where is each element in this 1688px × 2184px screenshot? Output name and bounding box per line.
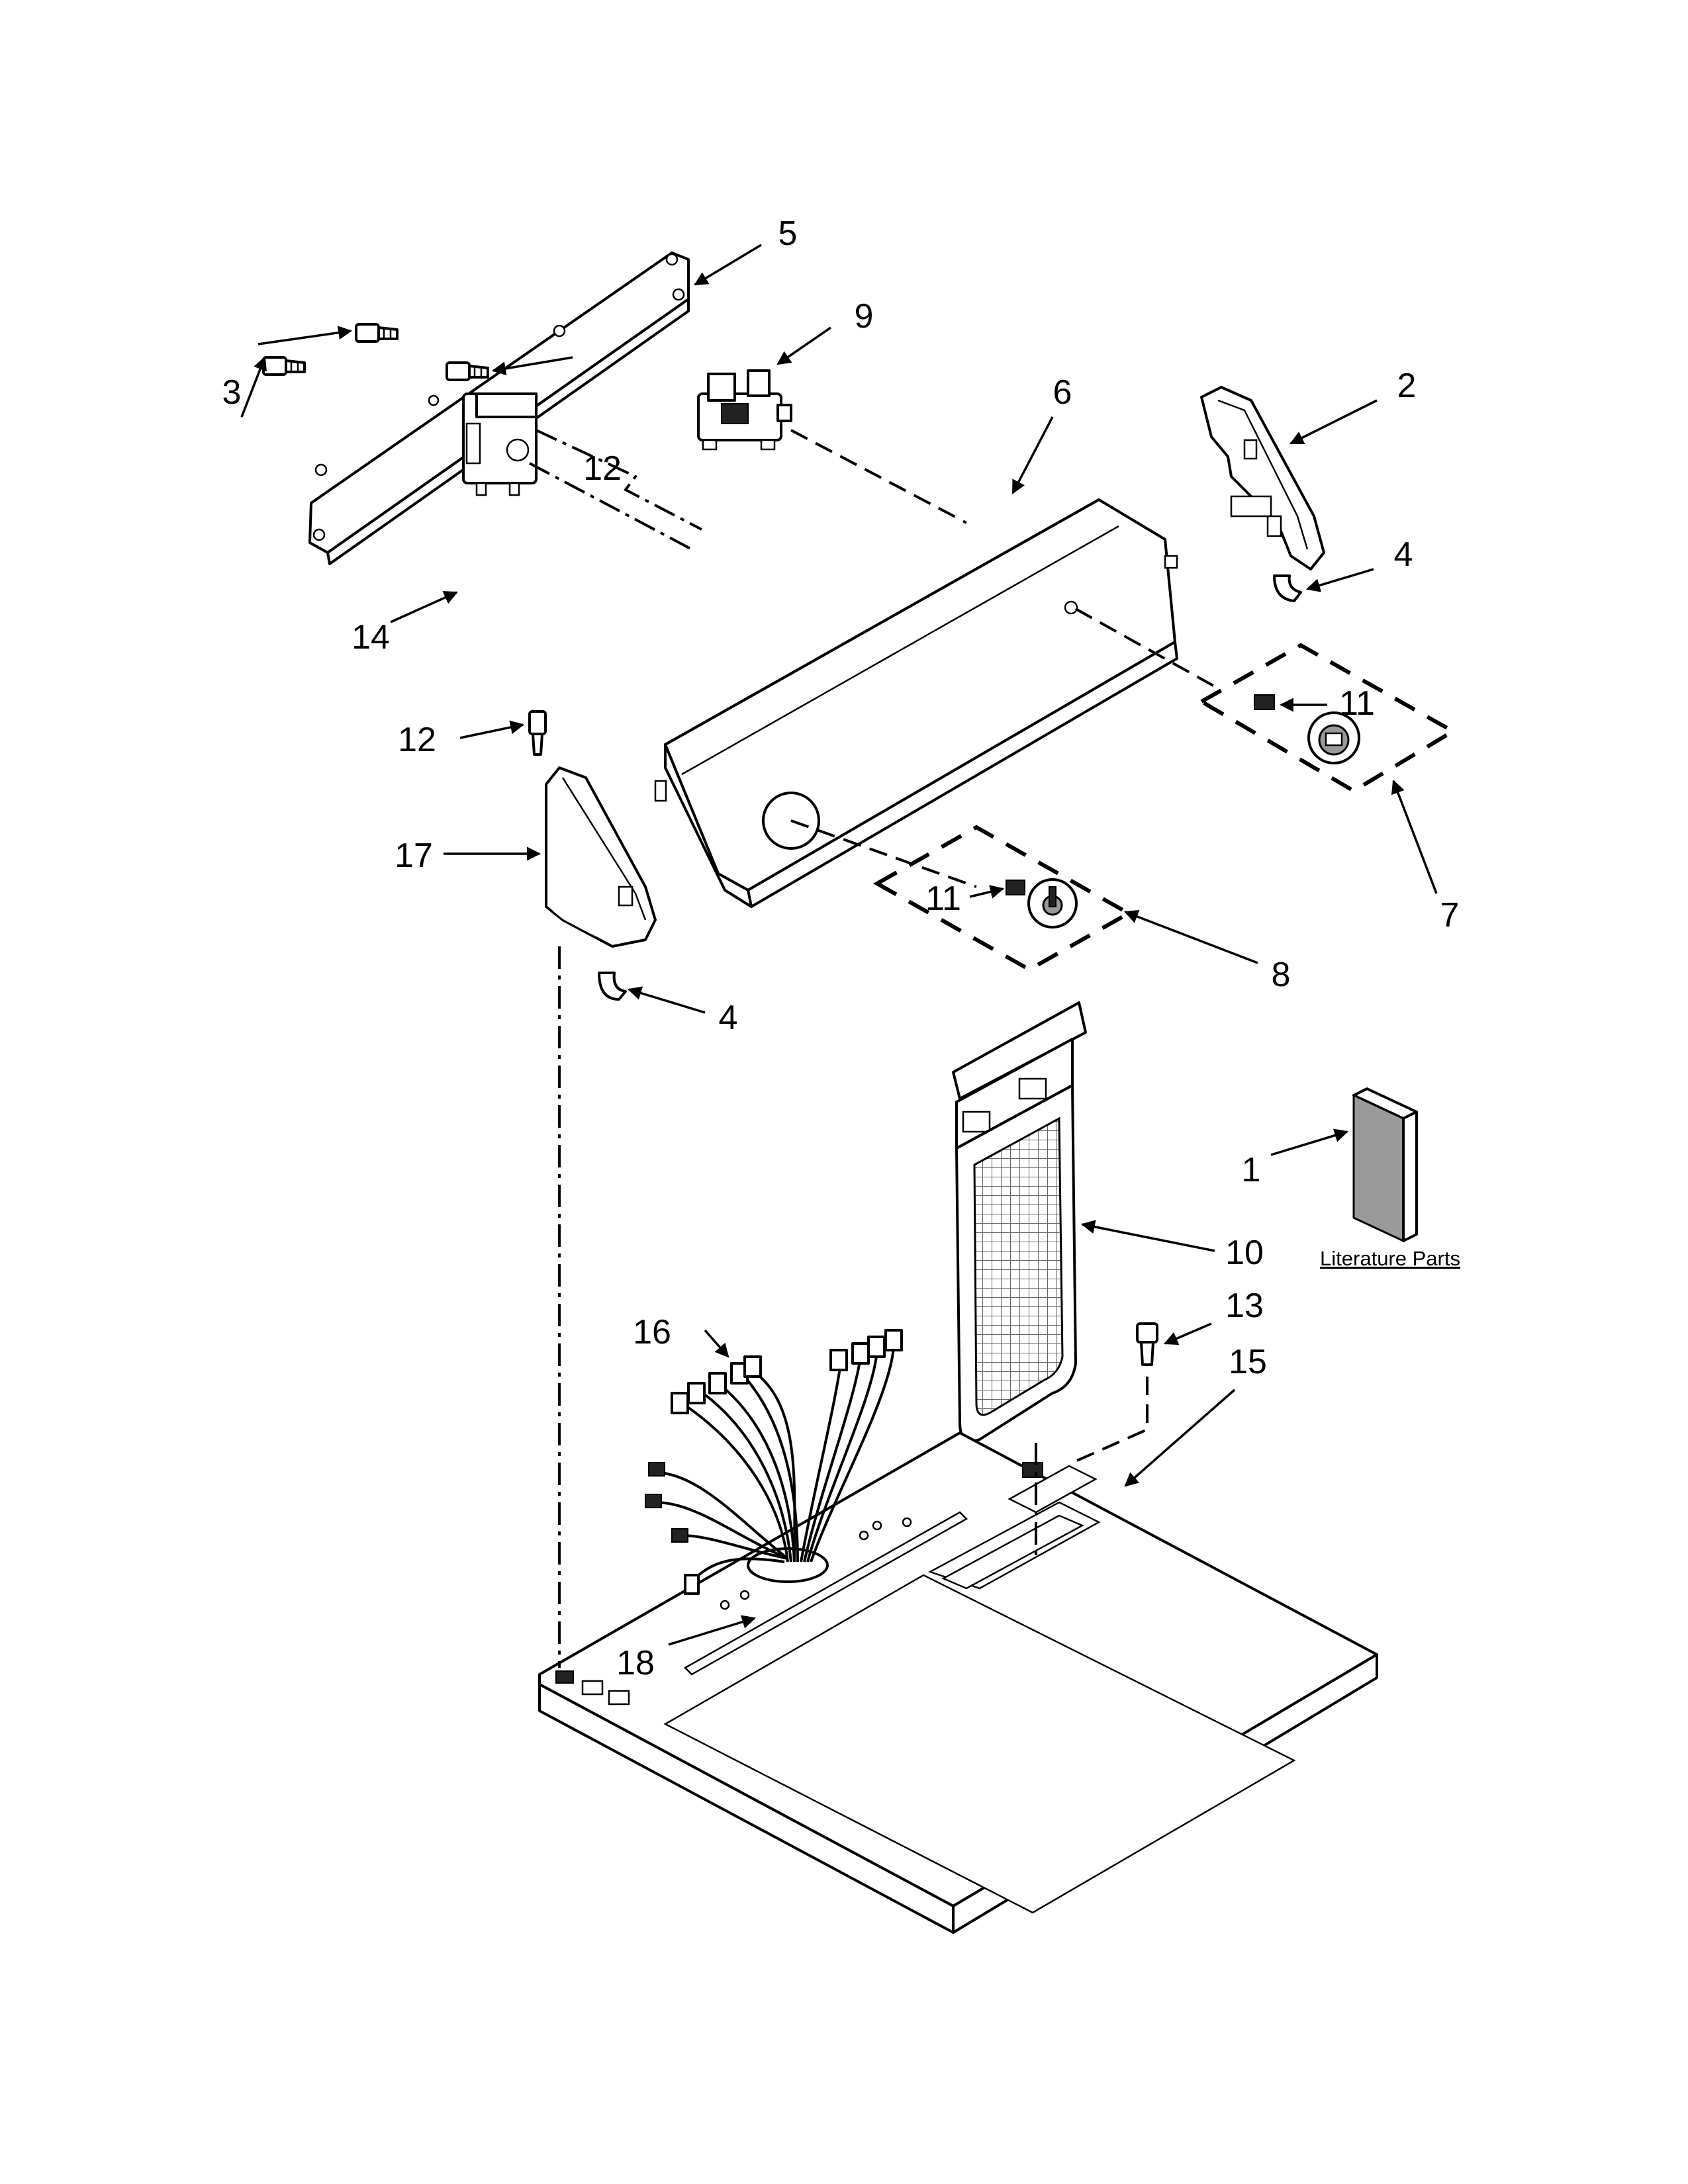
callout-18: 18: [616, 1644, 655, 1682]
clip-part-4-upper: [1273, 574, 1302, 602]
callout-16: 16: [633, 1313, 671, 1351]
screw-part-12-lower: [528, 710, 547, 756]
callout-1: 1: [1242, 1151, 1261, 1189]
leader-lines: [240, 244, 1438, 1646]
callout-11-right: 11: [1339, 684, 1375, 723]
callout-2: 2: [1397, 367, 1417, 405]
alignment-lines: [529, 429, 1219, 1668]
top-panel-part-15: [538, 1432, 1378, 1934]
screw-part-12-upper: [445, 361, 489, 381]
console-part-6: [654, 498, 1178, 908]
callout-9: 9: [855, 297, 874, 336]
screw-part-3-lower: [262, 356, 306, 376]
callout-11-center: 11: [925, 880, 961, 918]
callout-14: 14: [352, 618, 390, 657]
callout-5: 5: [778, 214, 798, 253]
end-cap-part-17: [545, 766, 657, 948]
literature-book-part-1: [1352, 1087, 1418, 1243]
callout-4-lower: 4: [719, 999, 738, 1037]
timer-part-14: [462, 392, 538, 496]
literature-parts-label: Literature Parts: [1320, 1247, 1460, 1270]
callout-8: 8: [1272, 956, 1291, 994]
callout-15: 15: [1229, 1343, 1267, 1381]
lint-screen-part-10: [952, 1001, 1087, 1443]
callout-7: 7: [1440, 896, 1460, 934]
callout-13: 13: [1225, 1287, 1264, 1325]
callout-17: 17: [395, 837, 433, 875]
screw-part-3-upper: [355, 323, 399, 343]
callout-4-upper: 4: [1394, 535, 1413, 574]
callout-12-upper: 12: [583, 449, 622, 488]
callout-6: 6: [1053, 373, 1072, 412]
callout-12-lower: 12: [398, 721, 436, 759]
callout-3: 3: [222, 373, 242, 412]
knob-assembly-part-8: [872, 825, 1133, 972]
end-cap-part-2: [1200, 386, 1325, 570]
wiring-harness-part-16: [645, 1329, 903, 1595]
clip-part-4-lower: [598, 972, 627, 1001]
callout-labels: 5 9 3 6 2 12 4 14 11 12 17 7 11 8 4 1 10…: [222, 214, 1460, 1682]
callout-10: 10: [1225, 1234, 1264, 1272]
switch-part-9: [697, 369, 792, 451]
knob-assembly-part-7: [1197, 643, 1457, 794]
screw-part-13: [1136, 1322, 1158, 1366]
